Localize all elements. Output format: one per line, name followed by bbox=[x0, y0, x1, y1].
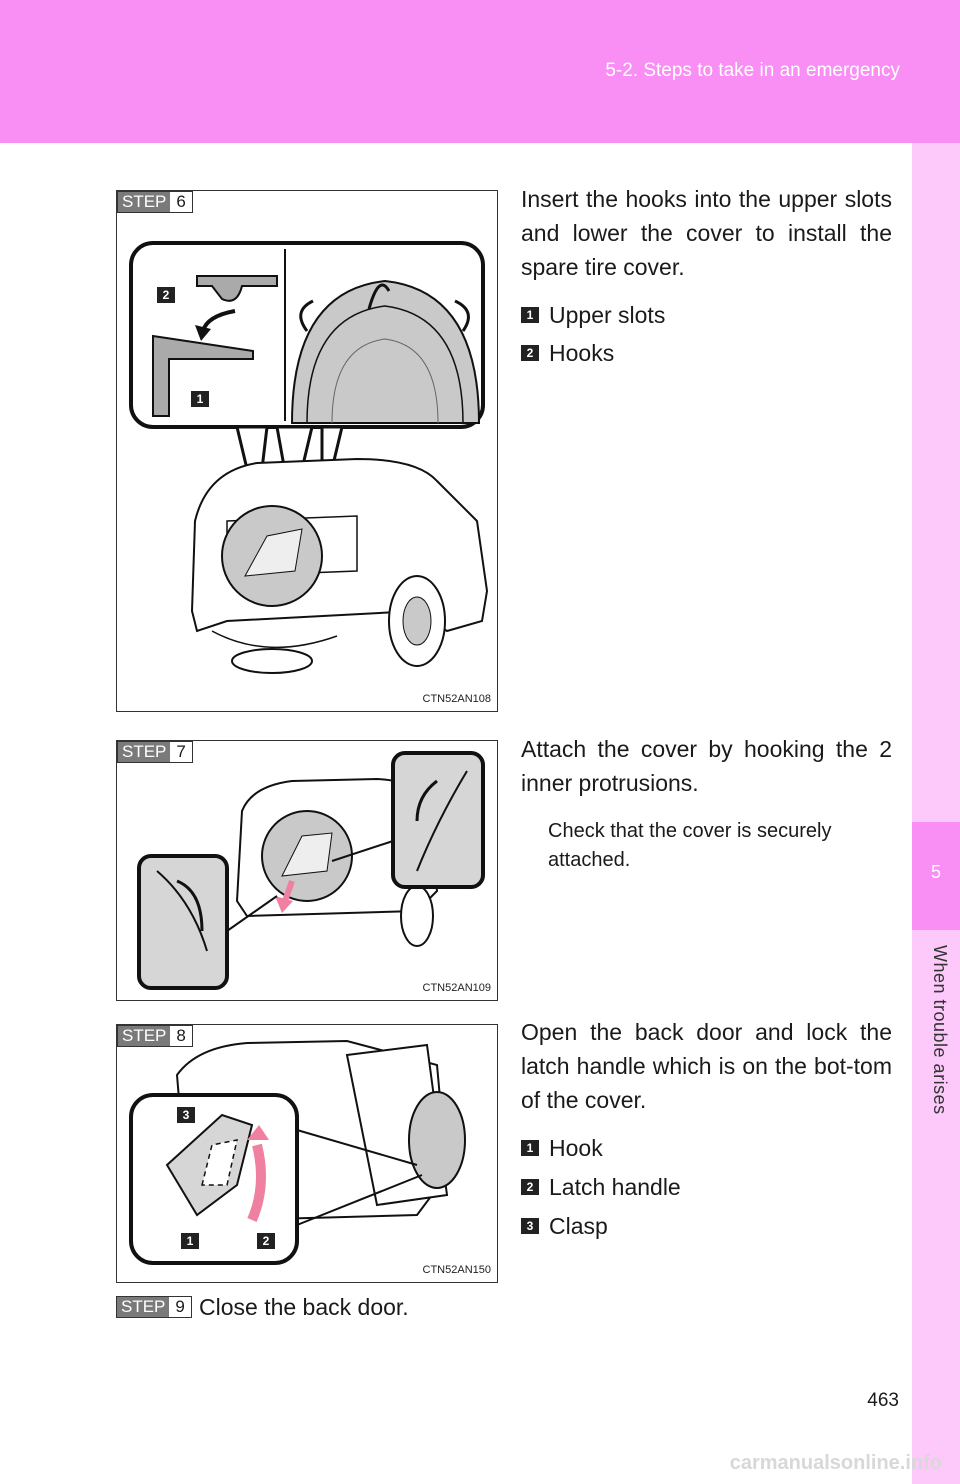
step7-text: Attach the cover by hooking the 2 inner … bbox=[521, 736, 892, 796]
item-label: Hook bbox=[549, 1135, 603, 1161]
callout-3: 3 bbox=[177, 1107, 195, 1123]
figure-code: CTN52AN150 bbox=[422, 1264, 491, 1276]
callout-1: 1 bbox=[191, 391, 209, 407]
step9-badge: STEP 9 bbox=[116, 1296, 192, 1318]
step6-illustration bbox=[129, 241, 489, 674]
step-word: STEP bbox=[118, 192, 171, 212]
item-label: Hooks bbox=[549, 340, 615, 366]
item-label: Clasp bbox=[549, 1213, 608, 1239]
step7-note: Check that the cover is securely attache… bbox=[548, 820, 832, 871]
section-title: 5-2. Steps to take in an emergency bbox=[605, 60, 900, 81]
step7-figure: STEP 7 CTN52AN109 bbox=[116, 740, 498, 1001]
step6-badge: STEP 6 bbox=[117, 191, 193, 213]
step-word: STEP bbox=[117, 1297, 170, 1317]
step8-badge: STEP 8 bbox=[117, 1025, 193, 1047]
callout-2: 2 bbox=[257, 1233, 275, 1249]
item-number: 1 bbox=[521, 1140, 539, 1156]
step-number: 6 bbox=[176, 192, 186, 211]
figure-code: CTN52AN108 bbox=[422, 693, 491, 705]
chapter-side-tab bbox=[912, 143, 960, 1484]
step8-text: Open the back door and lock the latch ha… bbox=[521, 1019, 892, 1113]
step6-figure: STEP 6 2 1 CTN52AN108 bbox=[116, 190, 498, 712]
step8-figure: STEP 8 3 1 2 CTN52AN150 bbox=[116, 1024, 498, 1283]
item-number: 3 bbox=[521, 1218, 539, 1234]
callout-1: 1 bbox=[181, 1233, 199, 1249]
item-number: 1 bbox=[521, 307, 539, 323]
figure-code: CTN52AN109 bbox=[422, 982, 491, 994]
step-number: 8 bbox=[176, 1026, 186, 1045]
step6-item-2: 2 Hooks bbox=[521, 338, 614, 368]
step8-item-2: 2 Latch handle bbox=[521, 1172, 681, 1202]
step8-item-1: 1 Hook bbox=[521, 1133, 603, 1163]
step6-text: Insert the hooks into the upper slots an… bbox=[521, 186, 892, 280]
item-label: Upper slots bbox=[549, 302, 666, 328]
step-number: 7 bbox=[176, 742, 186, 761]
step-word: STEP bbox=[118, 1026, 171, 1046]
item-number: 2 bbox=[521, 345, 539, 361]
page-number: 463 bbox=[867, 1390, 899, 1411]
watermark: carmanualsonline.info bbox=[729, 1452, 942, 1474]
step-number: 9 bbox=[175, 1297, 185, 1316]
step6-item-1: 1 Upper slots bbox=[521, 300, 665, 330]
step8-item-3: 3 Clasp bbox=[521, 1211, 608, 1241]
chapter-number-box bbox=[912, 822, 960, 930]
step9-text: Close the back door. bbox=[199, 1294, 409, 1320]
chapter-number: 5 bbox=[930, 862, 941, 882]
step8-illustration bbox=[129, 1039, 466, 1265]
page-header: 5-2. Steps to take in an emergency bbox=[0, 0, 960, 143]
step7-badge: STEP 7 bbox=[117, 741, 193, 763]
item-label: Latch handle bbox=[549, 1174, 681, 1200]
item-number: 2 bbox=[521, 1179, 539, 1195]
step-word: STEP bbox=[118, 742, 171, 762]
step7-illustration bbox=[137, 751, 485, 990]
callout-2: 2 bbox=[157, 287, 175, 303]
chapter-label: When trouble arises bbox=[930, 945, 950, 1115]
